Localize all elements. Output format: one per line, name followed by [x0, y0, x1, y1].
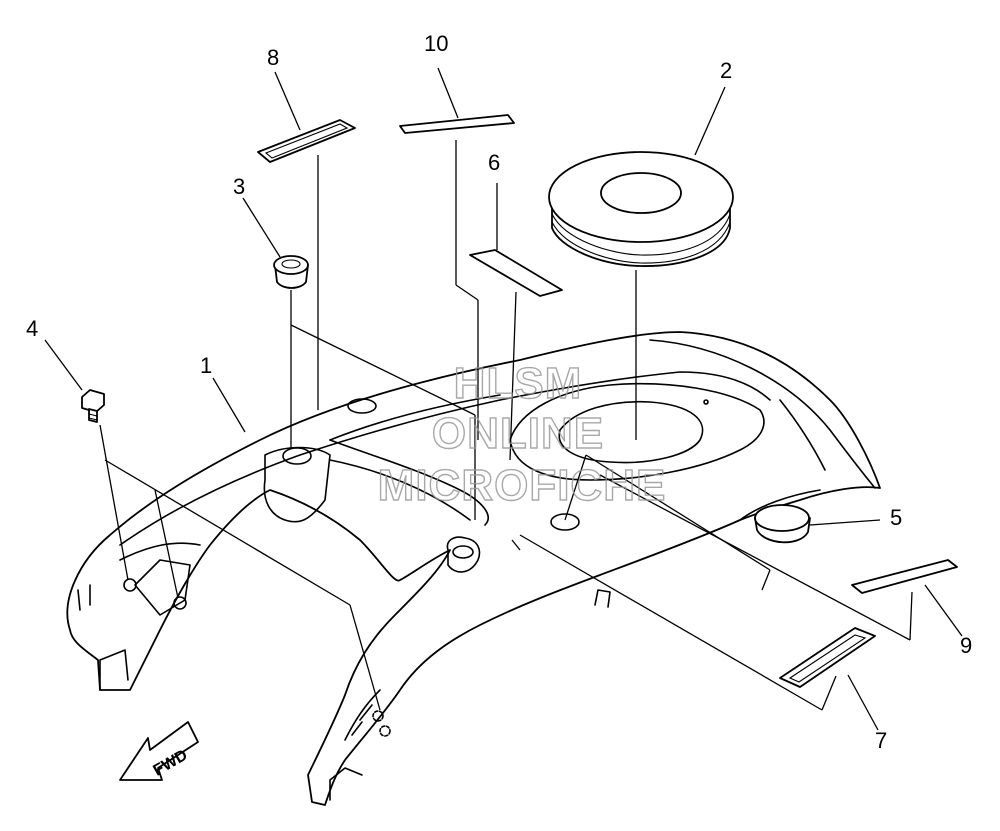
small-grommet — [273, 255, 309, 289]
callout-4: 4 — [26, 316, 38, 341]
callout-10: 10 — [424, 31, 448, 56]
large-grommet — [548, 151, 734, 267]
callout-1: 1 — [200, 353, 212, 378]
callout-2: 2 — [720, 58, 732, 83]
callout-numbers: 1 2 3 4 5 6 7 8 9 10 — [26, 31, 972, 753]
pad-10 — [399, 114, 515, 134]
watermark-line-2: ONLINE — [432, 409, 604, 458]
callout-6: 6 — [488, 150, 500, 175]
pad-8 — [257, 119, 356, 163]
pad-6 — [469, 249, 563, 297]
callout-3: 3 — [233, 174, 245, 199]
fwd-direction-arrow: FWD — [119, 721, 199, 781]
callout-9: 9 — [960, 633, 972, 658]
callout-7: 7 — [875, 728, 887, 753]
rear-fender-body — [66, 331, 881, 806]
watermark: HLSM ONLINE MICROFICHE — [377, 358, 667, 510]
watermark-line-1: HLSM — [454, 359, 583, 408]
callout-5: 5 — [890, 505, 902, 530]
pad-7 — [779, 627, 876, 688]
callout-8: 8 — [267, 45, 279, 70]
watermark-line-3: MICROFICHE — [378, 461, 667, 510]
cap — [754, 504, 811, 544]
bolt — [81, 389, 105, 423]
leader-lines — [44, 67, 963, 731]
pad-9 — [851, 559, 958, 594]
